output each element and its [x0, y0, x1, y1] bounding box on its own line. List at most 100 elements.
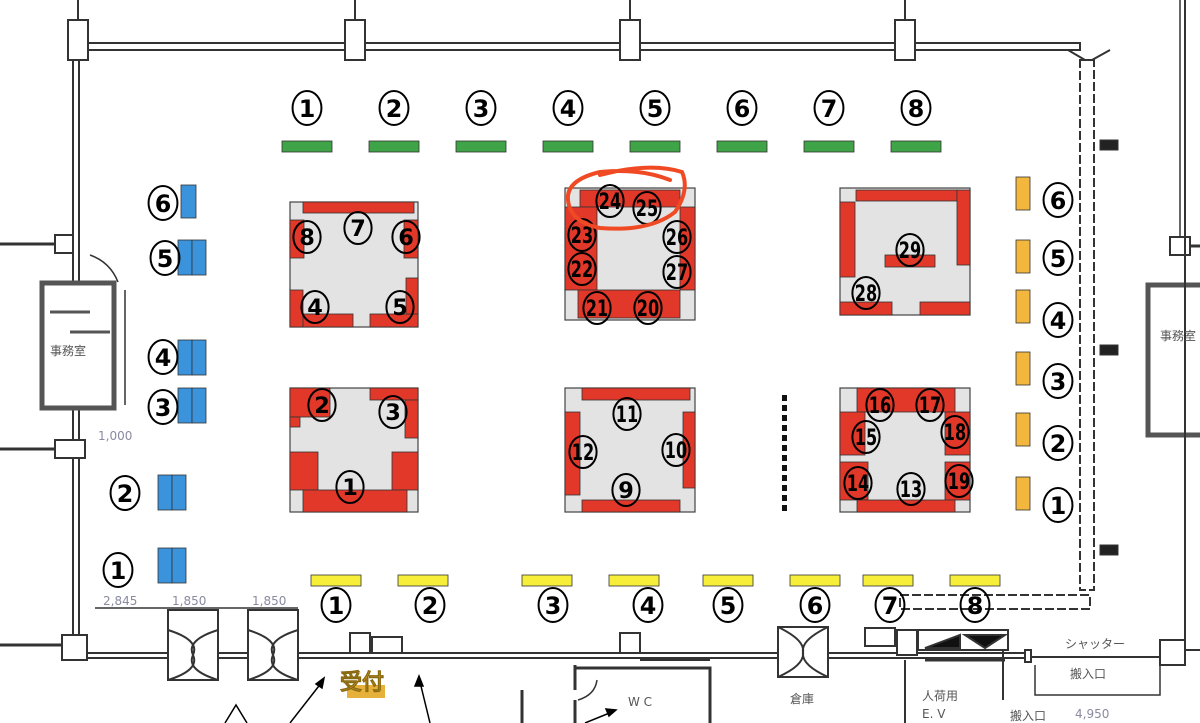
top-booth-label[interactable]: 5 [639, 90, 671, 126]
island-b-booth-block[interactable] [579, 189, 681, 208]
island-booth-label[interactable]: 13 [896, 472, 926, 506]
left-booth-label[interactable]: 1 [102, 552, 134, 588]
island-c-booth-block[interactable] [919, 301, 971, 316]
bottom-booth-4[interactable] [608, 574, 660, 587]
island-booth-label[interactable]: 16 [865, 388, 895, 422]
top-booth-8[interactable] [890, 140, 942, 153]
top-booth-label[interactable]: 8 [900, 90, 932, 126]
bottom-booth-label[interactable]: 4 [632, 587, 664, 623]
island-booth-label[interactable]: 22 [567, 252, 597, 286]
top-booth-1[interactable] [281, 140, 333, 153]
bottom-booth-label[interactable]: 3 [537, 587, 569, 623]
island-booth-label[interactable]: 1 [335, 470, 365, 504]
bottom-booth-label[interactable]: 7 [874, 587, 906, 623]
right-booth-1[interactable] [1015, 476, 1031, 511]
island-b-booth-block[interactable] [577, 289, 681, 319]
right-booth-label[interactable]: 3 [1042, 363, 1074, 399]
island-booth-label[interactable]: 15 [851, 420, 881, 454]
top-booth-label[interactable]: 6 [726, 90, 758, 126]
island-booth-label[interactable]: 24 [595, 184, 625, 218]
top-booth-label[interactable]: 4 [552, 90, 584, 126]
island-a-booth-block[interactable] [289, 219, 305, 259]
island-booth-label[interactable]: 4 [300, 290, 330, 324]
left-booth-4[interactable] [177, 339, 193, 376]
left-booth-3b[interactable] [191, 387, 207, 424]
bottom-booth-6[interactable] [789, 574, 841, 587]
right-booth-label[interactable]: 6 [1042, 182, 1074, 218]
bottom-booth-label[interactable]: 2 [414, 587, 446, 623]
island-c-booth-block[interactable] [855, 189, 958, 202]
island-a-booth-block[interactable] [405, 277, 419, 315]
left-booth-5b[interactable] [191, 239, 207, 276]
island-e-booth-block[interactable] [564, 411, 581, 496]
right-booth-5[interactable] [1015, 239, 1031, 274]
island-booth-label[interactable]: 2 [307, 388, 337, 422]
top-booth-4[interactable] [542, 140, 594, 153]
island-d-booth-block[interactable] [369, 387, 419, 401]
island-c-booth-block[interactable] [956, 189, 971, 266]
bottom-booth-label[interactable]: 6 [799, 587, 831, 623]
island-booth-label[interactable]: 11 [612, 397, 642, 431]
right-booth-label[interactable]: 4 [1042, 302, 1074, 338]
bottom-booth-label[interactable]: 5 [712, 587, 744, 623]
left-booth-2b[interactable] [171, 474, 187, 511]
left-booth-label[interactable]: 5 [149, 240, 181, 276]
island-f-booth-block[interactable] [856, 499, 956, 513]
island-booth-label[interactable]: 3 [378, 395, 408, 429]
top-booth-5[interactable] [629, 140, 681, 153]
island-booth-label[interactable]: 9 [611, 473, 641, 507]
island-booth-label[interactable]: 25 [632, 191, 662, 225]
left-booth-1b[interactable] [171, 547, 187, 584]
island-booth-label[interactable]: 17 [915, 388, 945, 422]
island-booth-label[interactable]: 12 [568, 435, 598, 469]
bottom-booth-3[interactable] [521, 574, 573, 587]
island-d-booth-block[interactable] [391, 451, 419, 491]
island-c-booth-block[interactable] [839, 201, 856, 278]
island-d-booth-block[interactable] [404, 399, 419, 439]
right-booth-2[interactable] [1015, 412, 1031, 447]
island-booth-label[interactable]: 21 [582, 291, 612, 325]
bottom-booth-7[interactable] [862, 574, 914, 587]
right-booth-label[interactable]: 5 [1042, 240, 1074, 276]
left-booth-label[interactable]: 3 [147, 389, 179, 425]
island-booth-label[interactable]: 5 [385, 290, 415, 324]
bottom-booth-5[interactable] [702, 574, 754, 587]
bottom-booth-1[interactable] [310, 574, 362, 587]
right-booth-3[interactable] [1015, 351, 1031, 386]
island-booth-label[interactable]: 6 [391, 220, 421, 254]
island-booth-label[interactable]: 20 [633, 291, 663, 325]
island-booth-label[interactable]: 18 [940, 415, 970, 449]
right-booth-label[interactable]: 1 [1042, 487, 1074, 523]
left-booth-label[interactable]: 4 [147, 339, 179, 375]
left-booth-2[interactable] [157, 474, 173, 511]
island-booth-label[interactable]: 14 [843, 466, 873, 500]
left-booth-6[interactable] [180, 184, 197, 219]
left-booth-4b[interactable] [191, 339, 207, 376]
right-booth-4[interactable] [1015, 289, 1031, 324]
island-e-booth-block[interactable] [581, 387, 691, 401]
island-booth-label[interactable]: 8 [292, 220, 322, 254]
bottom-booth-8[interactable] [949, 574, 1001, 587]
top-booth-7[interactable] [803, 140, 855, 153]
top-booth-label[interactable]: 7 [813, 90, 845, 126]
right-booth-label[interactable]: 2 [1042, 425, 1074, 461]
island-booth-label[interactable]: 19 [944, 464, 974, 498]
top-booth-6[interactable] [716, 140, 768, 153]
island-booth-label[interactable]: 10 [661, 433, 691, 467]
island-booth-label[interactable]: 7 [343, 211, 373, 245]
bottom-booth-label[interactable]: 8 [959, 587, 991, 623]
top-booth-2[interactable] [368, 140, 420, 153]
island-d-booth-block[interactable] [289, 451, 319, 491]
bottom-booth-2[interactable] [397, 574, 449, 587]
left-booth-1[interactable] [157, 547, 173, 584]
top-booth-label[interactable]: 2 [378, 90, 410, 126]
island-booth-label[interactable]: 27 [662, 255, 692, 289]
left-booth-label[interactable]: 2 [109, 475, 141, 511]
island-booth-label[interactable]: 28 [851, 276, 881, 310]
island-booth-label[interactable]: 26 [662, 220, 692, 254]
top-booth-3[interactable] [455, 140, 507, 153]
reception-desk[interactable] [347, 685, 385, 698]
bottom-booth-label[interactable]: 1 [320, 587, 352, 623]
island-booth-label[interactable]: 29 [895, 233, 925, 267]
top-booth-label[interactable]: 1 [291, 90, 323, 126]
